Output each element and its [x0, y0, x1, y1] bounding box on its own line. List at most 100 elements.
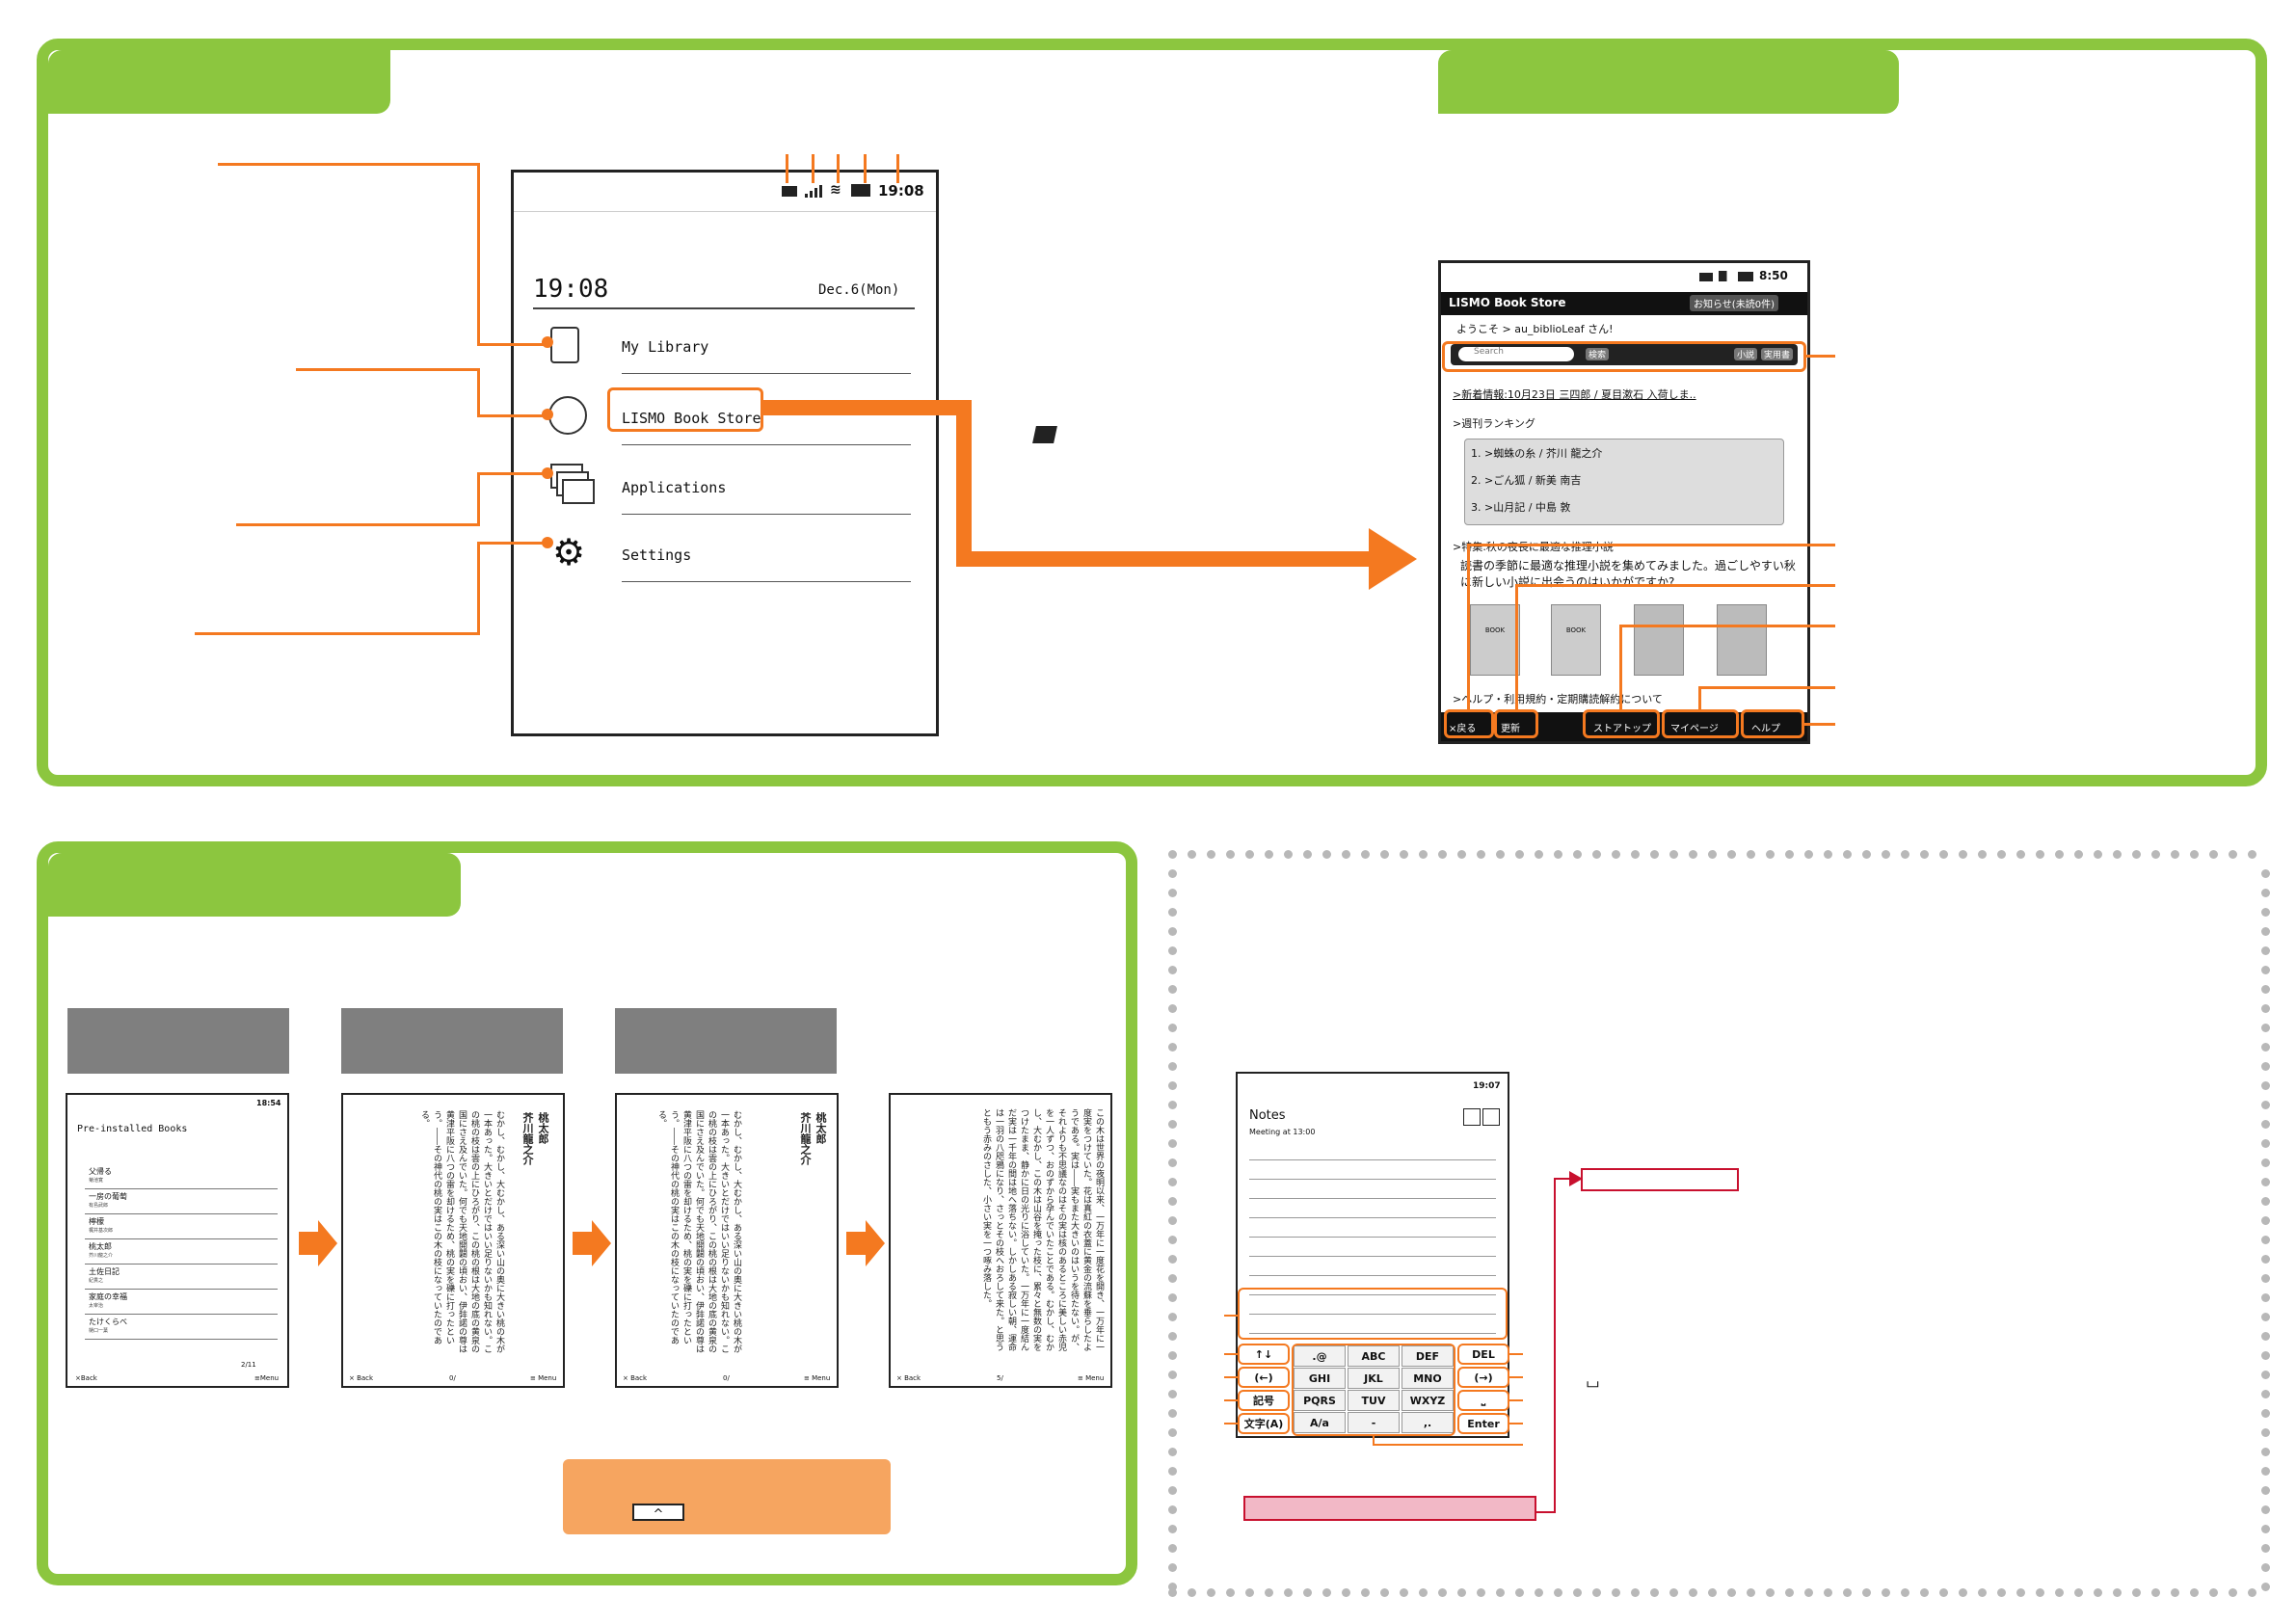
back-button[interactable]: × Back [896, 1374, 921, 1382]
note-line [1249, 1199, 1496, 1218]
book-author: 菊池寛 [89, 1178, 104, 1184]
border-dot [2055, 1588, 2064, 1597]
search-input[interactable]: Search [1458, 347, 1574, 361]
border-dot [1322, 850, 1331, 859]
key-8[interactable]: WXYZ [1402, 1390, 1454, 1411]
border-dot [1901, 850, 1909, 859]
key-delete[interactable]: DEL [1457, 1344, 1509, 1365]
ranking-item[interactable]: 1. >蜘蛛の糸 / 芥川 龍之介 [1471, 447, 1603, 460]
space-symbol: ⌴ [1587, 1372, 1599, 1391]
border-dot [1689, 1588, 1697, 1597]
category-practical-button[interactable]: 実用書 [1761, 348, 1794, 360]
page-text: むかし、むかし、大むかし、ある深い山の奥に大きい桃の木が一本あった。大きいとだけ… [419, 1110, 504, 1353]
refresh-highlight [1494, 709, 1538, 738]
border-dot [1168, 985, 1177, 994]
border-dot [2016, 1588, 2025, 1597]
key-1[interactable]: ABC [1348, 1345, 1400, 1367]
callout-tick [896, 154, 899, 183]
key-right[interactable]: (→) [1457, 1367, 1509, 1388]
mypage-button[interactable]: マイページ [1670, 724, 1719, 734]
key-mode[interactable]: 文字(A) [1238, 1413, 1290, 1434]
book-list-item[interactable]: たけくらべ樋口一葉 [85, 1315, 278, 1340]
border-dot [1515, 1588, 1524, 1597]
store-section-tab [1438, 50, 1899, 114]
key-updown[interactable]: ↑↓ [1238, 1344, 1290, 1365]
key-2[interactable]: DEF [1402, 1345, 1454, 1367]
key-5[interactable]: MNO [1402, 1368, 1454, 1389]
book-cover[interactable] [1634, 604, 1684, 676]
border-dot [2261, 985, 2270, 994]
border-dot [1168, 1062, 1177, 1071]
menu-button[interactable]: ≡Menu [254, 1374, 280, 1382]
help-link[interactable]: >ヘルプ・利用規約・定期購読解約について [1453, 693, 1663, 706]
news-link[interactable]: >新着情報:10月23日 三四郎 / 夏目漱石 入荷しま.. [1453, 388, 1696, 401]
help-button[interactable]: ヘルプ [1751, 724, 1780, 734]
key-3[interactable]: GHI [1294, 1368, 1346, 1389]
book-list: 父帰る菊池寛一房の葡萄有島武郎檸檬梶井基次郎桃太郎芥川龍之介土佐日記紀貫之家庭の… [85, 1164, 278, 1340]
menu-item-my-library[interactable]: My Library [533, 319, 919, 379]
key-symbol[interactable]: 記号 [1238, 1390, 1290, 1411]
book-cover[interactable]: BOOK [1551, 604, 1601, 676]
menu-button[interactable]: ≡ Menu [1078, 1374, 1105, 1382]
callout-line [195, 632, 479, 635]
back-button[interactable]: ×Back [75, 1374, 97, 1382]
category-novel-button[interactable]: 小説 [1734, 348, 1758, 360]
border-dot [1747, 1588, 1755, 1597]
border-dot [1168, 1236, 1177, 1244]
note-entry[interactable]: Meeting at 13:00 [1249, 1128, 1316, 1136]
ranking-item[interactable]: 2. >ごん狐 / 新美 南吉 [1471, 474, 1582, 487]
book-list-item[interactable]: 家庭の幸福太宰治 [85, 1290, 278, 1315]
border-dot [1997, 850, 2006, 859]
menu-button[interactable]: ≡ Menu [804, 1374, 831, 1382]
key-9[interactable]: A/a [1294, 1412, 1346, 1433]
refresh-button[interactable]: 更新 [1501, 724, 1520, 734]
back-button[interactable]: × Back [349, 1374, 374, 1382]
book-list-item[interactable]: 一房の葡萄有島武郎 [85, 1189, 278, 1214]
search-button[interactable]: 検索 [1586, 348, 1610, 360]
border-dot [2151, 1588, 2160, 1597]
border-dot [1168, 1332, 1177, 1341]
back-button[interactable]: ×戻る [1449, 724, 1477, 734]
notice-button[interactable]: お知らせ(未読0件) [1690, 295, 1778, 311]
callout-line [1467, 544, 1835, 546]
note-line [1249, 1160, 1496, 1180]
menu-item-settings[interactable]: ⚙ Settings [533, 527, 919, 587]
key-6[interactable]: PQRS [1294, 1390, 1346, 1411]
book-cover[interactable]: BOOK [1470, 604, 1520, 676]
callout-line [1467, 544, 1470, 709]
book-cover[interactable] [1717, 604, 1767, 676]
feature-title[interactable]: >特集:秋の夜長に最適な推理小説 [1453, 541, 1614, 553]
pink-label-box [1243, 1496, 1536, 1521]
border-dot [2261, 1139, 2270, 1148]
border-dot [2190, 850, 2199, 859]
border-dot [1168, 1197, 1177, 1206]
key-11[interactable]: ,. [1402, 1412, 1454, 1433]
book-list-item[interactable]: 桃太郎芥川龍之介 [85, 1239, 278, 1265]
border-dot [2209, 850, 2218, 859]
save-icon[interactable] [1463, 1108, 1481, 1126]
key-7[interactable]: TUV [1348, 1390, 1400, 1411]
key-4[interactable]: JKL [1348, 1368, 1400, 1389]
key-space[interactable]: ⎵ [1457, 1390, 1509, 1411]
callout-line [477, 414, 545, 417]
key-0[interactable]: .@ [1294, 1345, 1346, 1367]
menu-item-applications[interactable]: Applications [533, 460, 919, 519]
border-dot [1168, 1255, 1177, 1264]
menu-button[interactable]: ≡ Menu [530, 1374, 557, 1382]
back-button[interactable]: × Back [623, 1374, 648, 1382]
book-list-item[interactable]: 檸檬梶井基次郎 [85, 1214, 278, 1239]
key-enter[interactable]: Enter [1457, 1413, 1509, 1434]
border-dot [1361, 1588, 1370, 1597]
store-icon [548, 396, 587, 435]
key-left[interactable]: (←) [1238, 1367, 1290, 1388]
book-list-item[interactable]: 父帰る菊池寛 [85, 1164, 278, 1189]
ranking-item[interactable]: 3. >山月記 / 中島 敦 [1471, 501, 1571, 514]
key-10[interactable]: - [1348, 1412, 1400, 1433]
cancel-icon[interactable] [1482, 1108, 1500, 1126]
border-dot [1380, 1588, 1389, 1597]
book-list-item[interactable]: 土佐日記紀貫之 [85, 1265, 278, 1290]
store-top-button[interactable]: ストアトップ [1593, 724, 1651, 734]
home-screen-panel [37, 39, 2267, 786]
border-dot [2261, 1505, 2270, 1514]
border-dot [1708, 850, 1717, 859]
